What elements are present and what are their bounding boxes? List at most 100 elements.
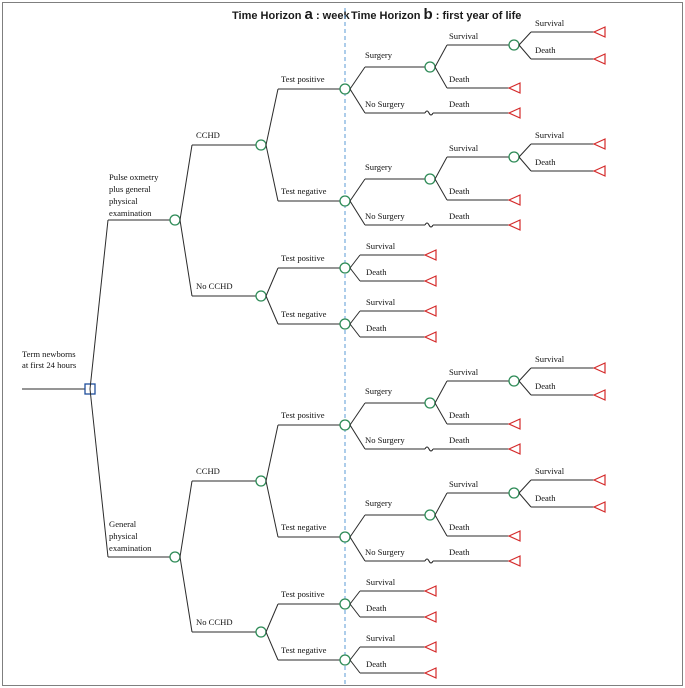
terminal-node xyxy=(592,53,606,65)
outcome-label: Survival xyxy=(535,130,565,140)
chance-node xyxy=(169,214,181,226)
branch-line xyxy=(179,144,193,221)
treatment-label: No Surgery xyxy=(365,211,405,221)
branch-line xyxy=(349,200,366,226)
test-label: Test positive xyxy=(281,589,325,599)
outcome-label: Survival xyxy=(449,143,479,153)
chance-node xyxy=(424,397,436,409)
branch-line xyxy=(349,514,366,538)
branch-line xyxy=(265,631,279,661)
treatment-label: Surgery xyxy=(365,162,393,172)
chance-node xyxy=(255,139,267,151)
time-horizon-b-suffix: : first year of life xyxy=(435,10,522,22)
branch-line xyxy=(179,219,193,297)
branch-line xyxy=(179,480,193,558)
chance-node xyxy=(169,551,181,563)
time-horizon-header: Time Horizon a : week Time Horizon b : f… xyxy=(0,0,685,28)
time-horizon-a-prefix: Time Horizon xyxy=(232,10,302,22)
terminal-node xyxy=(507,443,521,455)
test-label: Test negative xyxy=(281,645,327,655)
outcome-label: Survival xyxy=(449,367,479,377)
branch-line xyxy=(89,388,109,558)
chance-node xyxy=(339,419,351,431)
outcome-label: Death xyxy=(366,659,387,669)
terminal-node xyxy=(507,194,521,206)
branch-line xyxy=(349,178,366,202)
branch-line xyxy=(349,310,361,325)
outcome-label: Survival xyxy=(449,479,479,489)
time-horizon-b-label: Time Horizon b : first year of life xyxy=(351,6,521,23)
branch-line xyxy=(434,178,448,201)
treatment-label: Surgery xyxy=(365,50,393,60)
test-label: Test negative xyxy=(281,309,327,319)
terminal-node xyxy=(592,501,606,513)
chance-node xyxy=(255,475,267,487)
branch-line xyxy=(518,479,532,494)
test-label: Test positive xyxy=(281,410,325,420)
treatment-label: No Surgery xyxy=(365,547,405,557)
terminal-node xyxy=(507,555,521,567)
terminal-node xyxy=(423,641,437,653)
strategy-label: examination xyxy=(109,543,152,553)
absorbing-marker xyxy=(424,222,434,228)
root-label: Term newborns xyxy=(22,349,76,359)
chance-node xyxy=(255,290,267,302)
absorbing-marker xyxy=(424,558,434,564)
outcome-label: Death xyxy=(535,493,556,503)
branch-line xyxy=(265,144,279,202)
chance-node xyxy=(339,531,351,543)
outcome-label: Death xyxy=(366,603,387,613)
disease-label: CCHD xyxy=(196,466,220,476)
branch-line xyxy=(434,514,448,537)
chance-node xyxy=(339,83,351,95)
chance-node xyxy=(508,375,520,387)
branch-line xyxy=(434,402,448,425)
outcome-label: Survival xyxy=(449,31,479,41)
terminal-node xyxy=(507,530,521,542)
outcome-label: Death xyxy=(449,186,470,196)
branch-line xyxy=(434,380,448,404)
strategy-label: Pulse oxmetry xyxy=(109,172,159,182)
test-label: Test positive xyxy=(281,74,325,84)
branch-line xyxy=(349,536,366,562)
strategy-label: plus general xyxy=(109,184,151,194)
outcome-label: Survival xyxy=(366,241,396,251)
terminal-node xyxy=(423,331,437,343)
terminal-node xyxy=(507,82,521,94)
outcome-label: Survival xyxy=(366,577,396,587)
branch-line xyxy=(265,267,279,297)
branch-line xyxy=(265,480,279,538)
outcome-label: Death xyxy=(449,547,470,557)
chance-node xyxy=(339,598,351,610)
treatment-label: Surgery xyxy=(365,386,393,396)
branch-line xyxy=(349,603,361,618)
terminal-node xyxy=(423,275,437,287)
outcome-label: Death xyxy=(449,522,470,532)
terminal-node xyxy=(507,219,521,231)
branch-line xyxy=(349,88,366,114)
treatment-label: Surgery xyxy=(365,498,393,508)
terminal-node xyxy=(423,667,437,679)
chance-node xyxy=(508,487,520,499)
outcome-label: Survival xyxy=(535,466,565,476)
branch-line xyxy=(518,492,532,508)
branch-line xyxy=(518,156,532,172)
test-label: Test negative xyxy=(281,522,327,532)
chance-node xyxy=(424,509,436,521)
terminal-node xyxy=(423,611,437,623)
branch-line xyxy=(349,659,361,674)
branch-line xyxy=(518,31,532,46)
strategy-label: physical xyxy=(109,196,138,206)
chance-node xyxy=(339,262,351,274)
test-label: Test negative xyxy=(281,186,327,196)
branch-line xyxy=(349,323,361,338)
terminal-node xyxy=(423,305,437,317)
branch-line xyxy=(349,424,366,450)
branch-line xyxy=(434,156,448,180)
branch-line xyxy=(265,424,279,482)
outcome-label: Death xyxy=(449,410,470,420)
terminal-node xyxy=(592,362,606,374)
